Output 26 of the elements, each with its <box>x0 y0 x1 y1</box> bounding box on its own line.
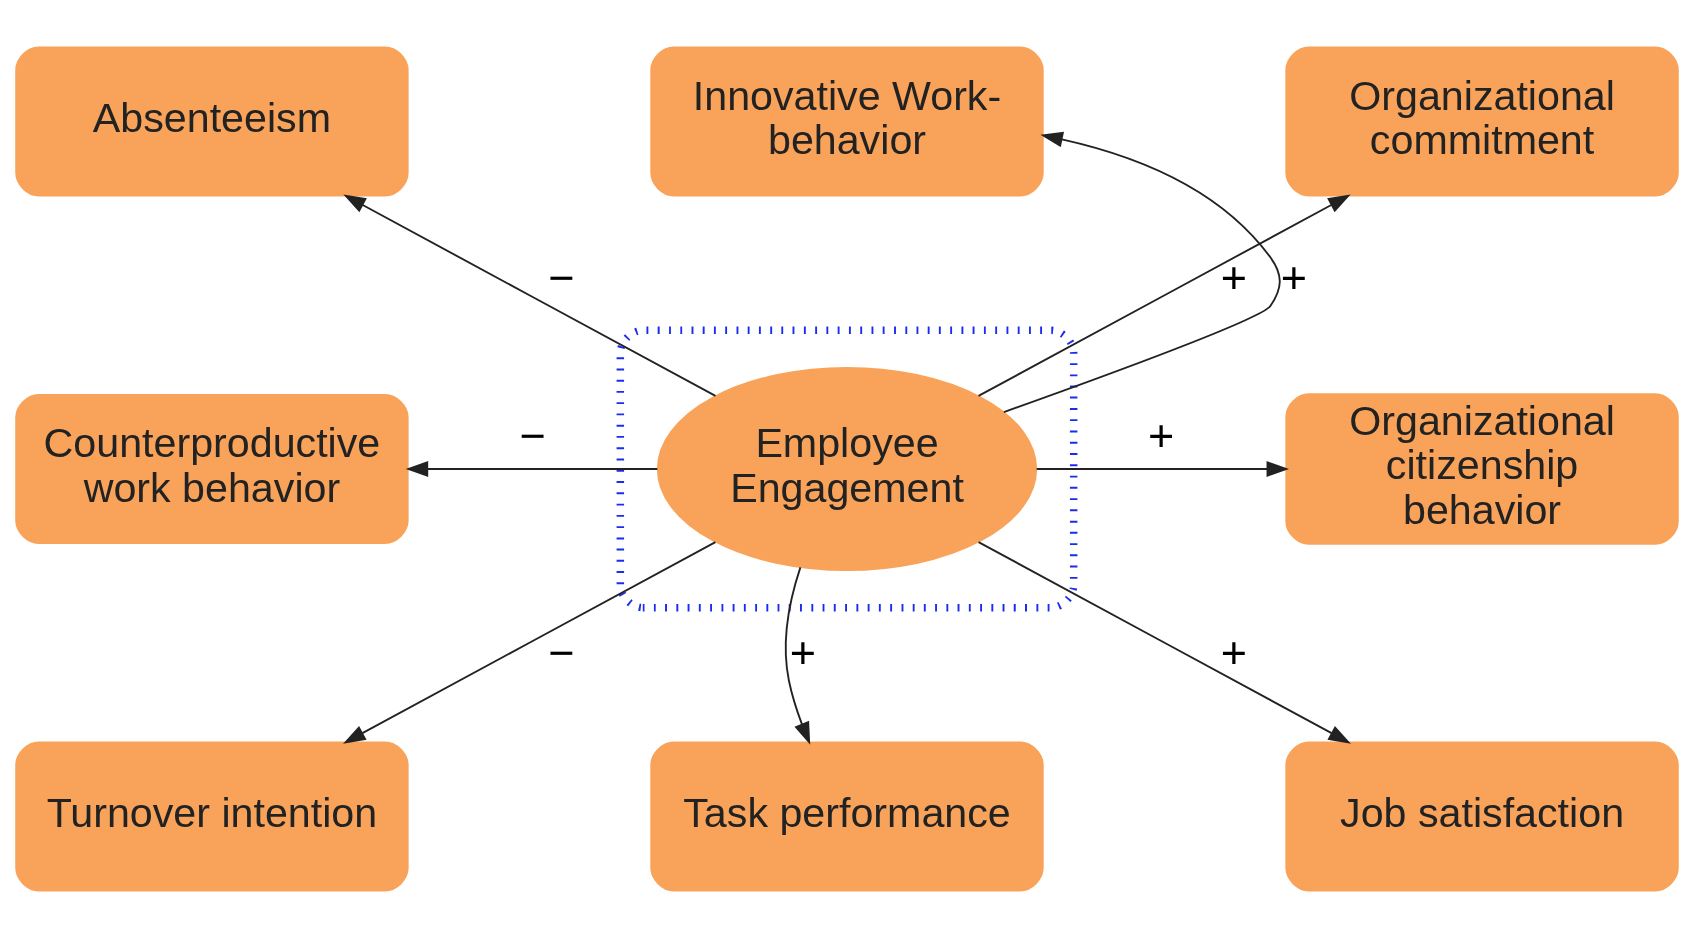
node-box: Job satisfaction <box>1285 741 1679 892</box>
edge-label: + <box>1148 409 1175 461</box>
node-box: Innovative Work-behavior <box>650 46 1044 197</box>
edge-label: − <box>519 409 546 461</box>
arrow <box>1035 461 1290 477</box>
edge-label: + <box>789 626 817 678</box>
node-box: Organizational commitment <box>1285 46 1679 197</box>
edge-label: + <box>1280 252 1307 304</box>
arrow <box>343 194 717 397</box>
arrow <box>977 194 1351 397</box>
node-ellipse: Employee Engagement <box>656 366 1038 572</box>
arrow <box>405 461 659 477</box>
arrow <box>1002 131 1281 414</box>
node-box: Absenteeism <box>15 46 409 197</box>
node-box: Task performance <box>650 741 1044 892</box>
arrow <box>343 541 717 744</box>
arrow <box>977 541 1351 744</box>
node-box: Organizational citizenship behavior <box>1285 393 1679 545</box>
node-box: Counterproductive work behavior <box>15 394 409 544</box>
edge-label: − <box>548 626 575 678</box>
cluster <box>616 326 1078 612</box>
arrow <box>784 566 811 745</box>
edge-label: + <box>1220 626 1247 678</box>
node-box: Turnover intention <box>15 741 409 892</box>
edge-label: + <box>1220 252 1247 304</box>
edge-label: − <box>548 252 575 304</box>
